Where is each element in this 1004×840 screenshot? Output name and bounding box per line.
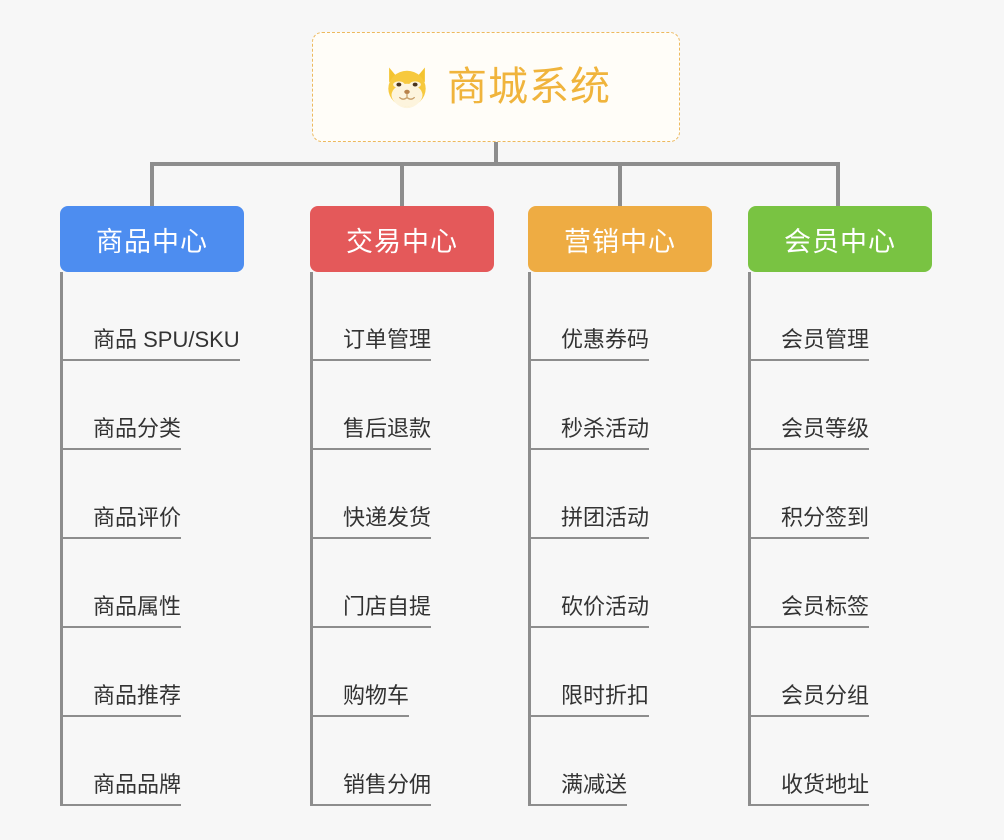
list-item-label: 门店自提	[313, 594, 432, 628]
list-item-label: 售后退款	[313, 416, 432, 450]
list-item[interactable]: 销售分佣	[313, 717, 494, 806]
list-item-label: 限时折扣	[531, 683, 650, 717]
list-item-label: 商品推荐	[63, 683, 182, 717]
list-item[interactable]: 商品评价	[63, 450, 244, 539]
list-item[interactable]: 快递发货	[313, 450, 494, 539]
column-body-product-center: 商品 SPU/SKU 商品分类 商品评价 商品属性 商品推荐 商品品牌	[60, 272, 244, 806]
column-header-trade-center[interactable]: 交易中心	[310, 206, 494, 272]
list-item[interactable]: 商品品牌	[63, 717, 244, 806]
list-item-label: 会员管理	[751, 327, 870, 361]
list-item-label: 收货地址	[751, 772, 870, 806]
list-item[interactable]: 秒杀活动	[531, 361, 712, 450]
list-item[interactable]: 购物车	[313, 628, 494, 717]
list-item-label: 商品评价	[63, 505, 182, 539]
list-item[interactable]: 会员标签	[751, 539, 932, 628]
column-header-member-center[interactable]: 会员中心	[748, 206, 932, 272]
list-item-label: 积分签到	[751, 505, 870, 539]
list-item[interactable]: 收货地址	[751, 717, 932, 806]
list-item[interactable]: 限时折扣	[531, 628, 712, 717]
column-body-trade-center: 订单管理 售后退款 快递发货 门店自提 购物车 销售分佣	[310, 272, 494, 806]
list-item[interactable]: 门店自提	[313, 539, 494, 628]
list-item[interactable]: 订单管理	[313, 272, 494, 361]
list-item[interactable]: 售后退款	[313, 361, 494, 450]
list-item-label: 商品 SPU/SKU	[63, 327, 240, 361]
column-trade-center: 交易中心 订单管理 售后退款 快递发货 门店自提 购物车 销售分佣	[310, 206, 494, 806]
column-header-product-center[interactable]: 商品中心	[60, 206, 244, 272]
column-member-center: 会员中心 会员管理 会员等级 积分签到 会员标签 会员分组 收货地址	[748, 206, 932, 806]
list-item-label: 满减送	[531, 772, 628, 806]
root-node-mall-system[interactable]: 商城系统	[312, 32, 680, 142]
connector-drop-4	[836, 162, 840, 206]
column-body-member-center: 会员管理 会员等级 积分签到 会员标签 会员分组 收货地址	[748, 272, 932, 806]
list-item[interactable]: 会员等级	[751, 361, 932, 450]
list-item-label: 商品属性	[63, 594, 182, 628]
list-item-label: 会员等级	[751, 416, 870, 450]
list-item[interactable]: 拼团活动	[531, 450, 712, 539]
list-item-label: 拼团活动	[531, 505, 650, 539]
connector-horizontal-bus	[150, 162, 840, 166]
list-item[interactable]: 会员管理	[751, 272, 932, 361]
list-item-label: 秒杀活动	[531, 416, 650, 450]
list-item[interactable]: 商品推荐	[63, 628, 244, 717]
list-item-label: 订单管理	[313, 327, 432, 361]
list-item-label: 购物车	[313, 683, 410, 717]
connector-drop-2	[400, 162, 404, 206]
list-item[interactable]: 砍价活动	[531, 539, 712, 628]
list-item-label: 优惠券码	[531, 327, 650, 361]
connector-drop-3	[618, 162, 622, 206]
column-body-marketing-center: 优惠券码 秒杀活动 拼团活动 砍价活动 限时折扣 满减送	[528, 272, 712, 806]
list-item-label: 快递发货	[313, 505, 432, 539]
list-item[interactable]: 商品属性	[63, 539, 244, 628]
list-item[interactable]: 商品分类	[63, 361, 244, 450]
list-item-label: 会员分组	[751, 683, 870, 717]
list-item-label: 砍价活动	[531, 594, 650, 628]
shiba-dog-emoji-icon	[381, 61, 433, 113]
list-item-label: 商品品牌	[63, 772, 182, 806]
connector-drop-1	[150, 162, 154, 206]
column-marketing-center: 营销中心 优惠券码 秒杀活动 拼团活动 砍价活动 限时折扣 满减送	[528, 206, 712, 806]
column-product-center: 商品中心 商品 SPU/SKU 商品分类 商品评价 商品属性 商品推荐 商品品牌	[60, 206, 244, 806]
list-item-label: 会员标签	[751, 594, 870, 628]
list-item[interactable]: 商品 SPU/SKU	[63, 272, 244, 361]
connector-root-stem	[494, 142, 498, 164]
list-item[interactable]: 优惠券码	[531, 272, 712, 361]
list-item[interactable]: 积分签到	[751, 450, 932, 539]
list-item-label: 商品分类	[63, 416, 182, 450]
list-item[interactable]: 会员分组	[751, 628, 932, 717]
column-header-marketing-center[interactable]: 营销中心	[528, 206, 712, 272]
root-node-title: 商城系统	[447, 65, 611, 109]
list-item[interactable]: 满减送	[531, 717, 712, 806]
list-item-label: 销售分佣	[313, 772, 432, 806]
